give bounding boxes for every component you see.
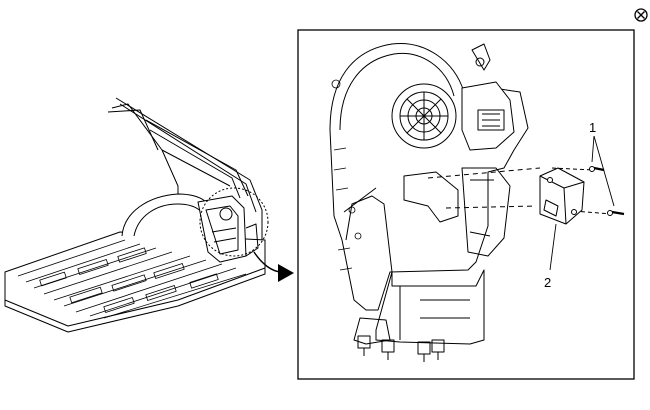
leader-lines: [549, 135, 615, 271]
door-frame: [115, 97, 263, 240]
blower-motor-connector: [461, 43, 515, 151]
floor-ribs: [17, 239, 247, 319]
hvac-assembly: [329, 42, 529, 362]
callout-label-2: 2: [544, 275, 551, 290]
close-circle-icon: [634, 8, 648, 22]
actuator: [539, 167, 585, 225]
vehicle-overview: [4, 97, 269, 333]
arrow-right-icon: [253, 251, 294, 282]
callout-label-1: 1: [589, 120, 596, 135]
detail-circle: [199, 187, 269, 257]
blower-wheel: [391, 83, 457, 149]
lower-case: [353, 269, 485, 362]
housing-ribs: [331, 79, 362, 271]
